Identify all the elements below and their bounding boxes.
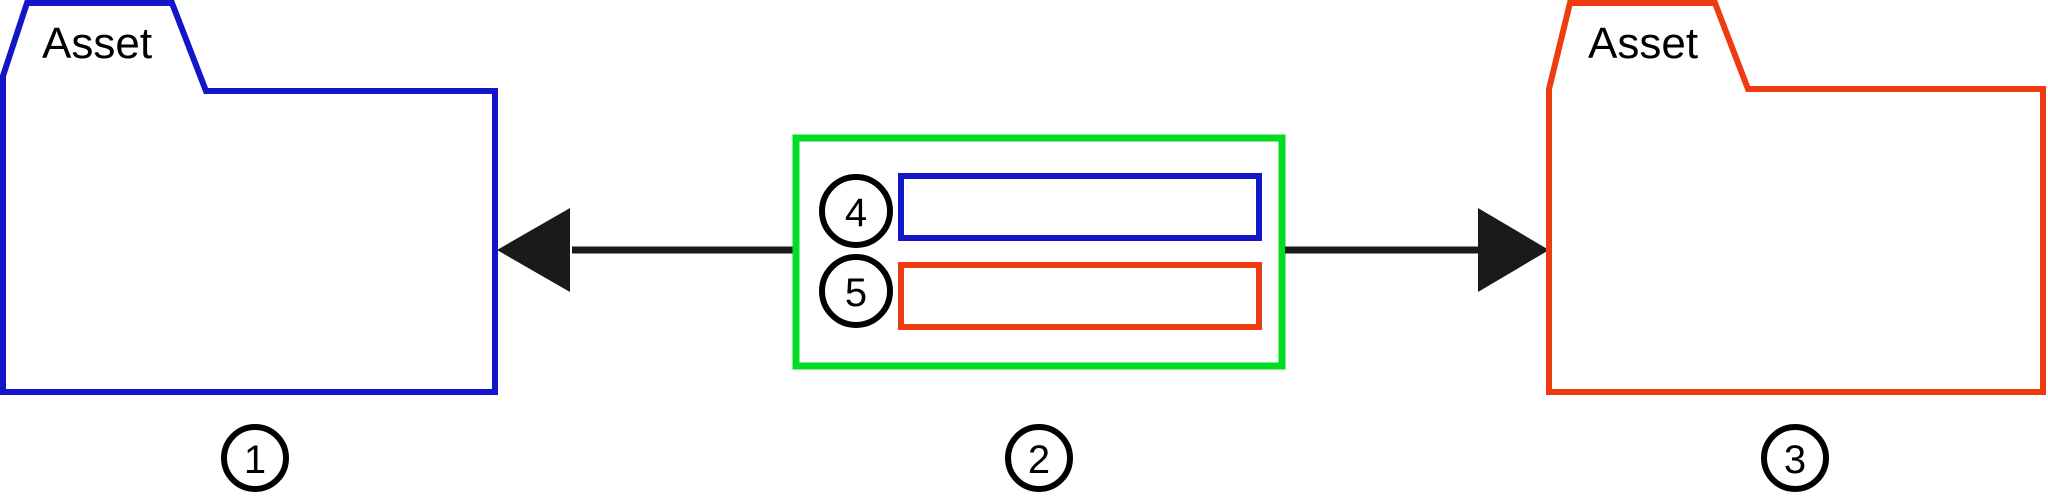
marker-five-label: 5 xyxy=(845,271,867,315)
marker-three-label: 3 xyxy=(1784,438,1806,482)
inner-blue-bar[interactable] xyxy=(898,173,1262,241)
marker-two-circle xyxy=(1005,424,1073,492)
marker-five-circle xyxy=(819,254,893,328)
marker-two: 2 xyxy=(1005,424,1073,492)
left-folder-label: Asset xyxy=(42,19,152,68)
marker-four-label: 4 xyxy=(845,191,867,235)
right-asset-folder[interactable]: Asset xyxy=(1546,0,2046,395)
marker-four: 4 xyxy=(819,174,893,248)
marker-three-circle xyxy=(1761,424,1829,492)
right-folder-outline xyxy=(1546,0,2046,395)
marker-four-circle xyxy=(819,174,893,248)
left-folder-outline xyxy=(0,0,498,395)
marker-two-label: 2 xyxy=(1028,438,1050,482)
green-container-outline xyxy=(792,134,1286,370)
marker-one: 1 xyxy=(221,424,289,492)
marker-three: 3 xyxy=(1761,424,1829,492)
marker-one-label: 1 xyxy=(244,438,266,482)
left-asset-folder[interactable]: Asset xyxy=(0,0,498,395)
marker-one-circle xyxy=(221,424,289,492)
inner-red-bar[interactable] xyxy=(898,262,1262,330)
right-folder-label: Asset xyxy=(1588,19,1698,68)
edge-left-arrowhead xyxy=(497,208,570,292)
edge-right-arrowhead xyxy=(1478,208,1549,292)
edge-left-arrow[interactable] xyxy=(497,208,793,292)
marker-five: 5 xyxy=(819,254,893,328)
edge-right-arrow[interactable] xyxy=(1285,208,1549,292)
middle-green-container[interactable]: 4 5 xyxy=(792,134,1286,370)
